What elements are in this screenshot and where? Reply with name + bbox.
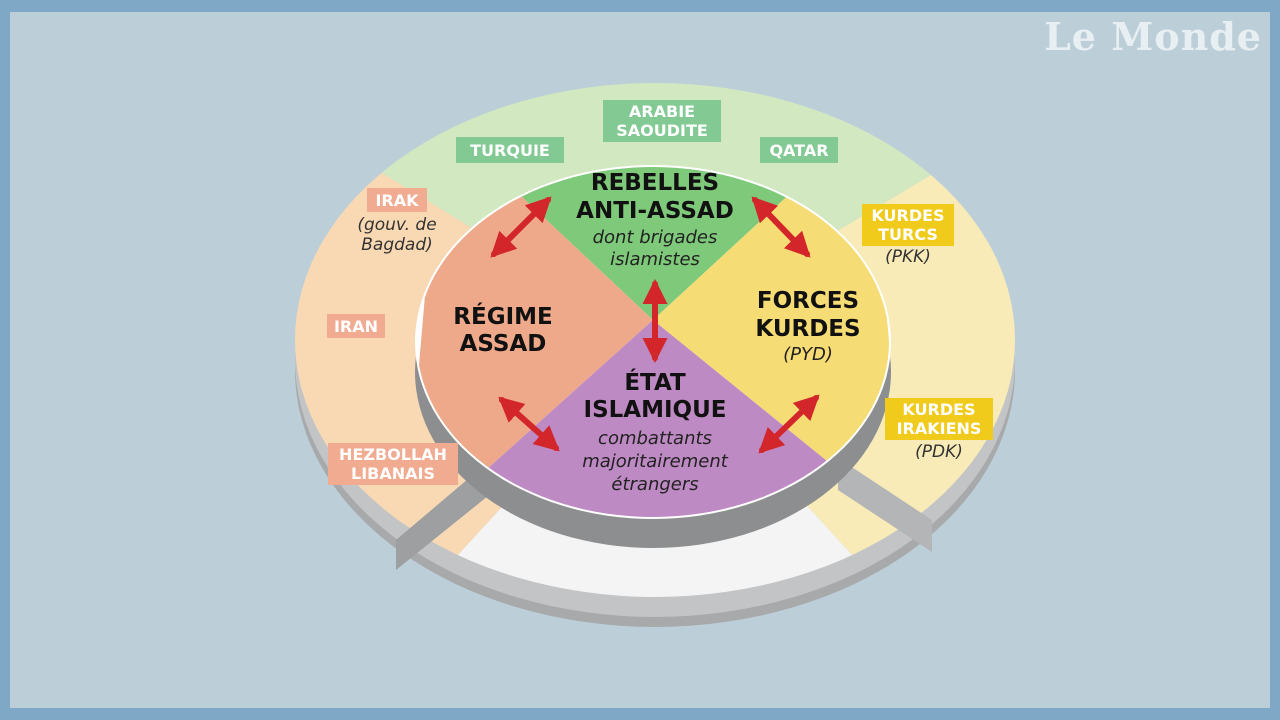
svg-text:KURDES: KURDES <box>755 316 860 342</box>
svg-text:ARABIE: ARABIE <box>629 102 695 121</box>
sector-etat <box>486 320 838 517</box>
svg-text:LIBANAIS: LIBANAIS <box>351 464 435 483</box>
arrow-regime-etat <box>498 396 560 452</box>
tag-hezbollah: HEZBOLLAH LIBANAIS <box>328 443 458 485</box>
svg-text:(PYD): (PYD) <box>783 344 833 365</box>
arrow-rebelles-kurdes <box>751 196 811 258</box>
svg-text:SAOUDITE: SAOUDITE <box>616 121 708 140</box>
label-kurdes: FORCES KURDES (PYD) <box>755 288 860 365</box>
arrow-kurdes-etat <box>758 394 820 454</box>
le-monde-logo: Le Monde <box>1044 14 1262 59</box>
svg-text:FORCES: FORCES <box>757 288 859 314</box>
svg-text:combattants: combattants <box>598 428 712 449</box>
svg-text:dont brigades: dont brigades <box>593 227 718 248</box>
svg-text:ÉTAT: ÉTAT <box>624 368 686 396</box>
tag-kurdes-turcs: KURDES TURCS (PKK) <box>862 204 954 267</box>
svg-text:RÉGIME: RÉGIME <box>453 302 552 330</box>
svg-text:(PDK): (PDK) <box>915 442 963 462</box>
svg-text:HEZBOLLAH: HEZBOLLAH <box>339 445 447 464</box>
svg-text:IRAN: IRAN <box>334 317 378 336</box>
svg-text:Bagdad): Bagdad) <box>361 235 433 255</box>
svg-text:ISLAMIQUE: ISLAMIQUE <box>584 397 727 423</box>
tag-qatar: QATAR <box>760 137 838 163</box>
label-rebelles: REBELLES ANTI-ASSAD dont brigades islami… <box>576 170 734 270</box>
tag-turquie: TURQUIE <box>456 137 564 163</box>
label-etat: ÉTAT ISLAMIQUE combattants majoritaireme… <box>582 368 729 495</box>
svg-text:TURCS: TURCS <box>878 225 938 244</box>
svg-text:ANTI-ASSAD: ANTI-ASSAD <box>576 198 734 224</box>
missing-sector-wall-right <box>838 458 932 552</box>
svg-text:majoritairement: majoritairement <box>582 451 729 472</box>
conflict-arrows <box>490 196 820 454</box>
svg-text:IRAK: IRAK <box>375 191 419 210</box>
tag-kurdes-irakiens: KURDES IRAKIENS (PDK) <box>885 398 993 462</box>
tag-irak: IRAK (gouv. de Bagdad) <box>357 188 437 255</box>
tag-iran: IRAN <box>327 314 385 338</box>
svg-text:IRAKIENS: IRAKIENS <box>897 419 982 438</box>
svg-text:(gouv. de: (gouv. de <box>357 215 436 235</box>
svg-text:TURQUIE: TURQUIE <box>470 141 550 160</box>
svg-text:ASSAD: ASSAD <box>460 331 547 357</box>
label-regime: RÉGIME ASSAD <box>453 302 552 357</box>
missing-sector-wall-left <box>396 462 488 570</box>
svg-text:KURDES: KURDES <box>871 206 944 225</box>
svg-text:étrangers: étrangers <box>611 474 698 495</box>
svg-text:KURDES: KURDES <box>902 400 975 419</box>
svg-text:islamistes: islamistes <box>610 249 700 270</box>
arrow-rebelles-regime <box>490 196 552 258</box>
svg-text:QATAR: QATAR <box>769 141 828 160</box>
svg-text:(PKK): (PKK) <box>885 247 931 267</box>
tag-arabie-saoudite: ARABIE SAOUDITE <box>603 100 721 142</box>
svg-text:REBELLES: REBELLES <box>591 170 719 196</box>
